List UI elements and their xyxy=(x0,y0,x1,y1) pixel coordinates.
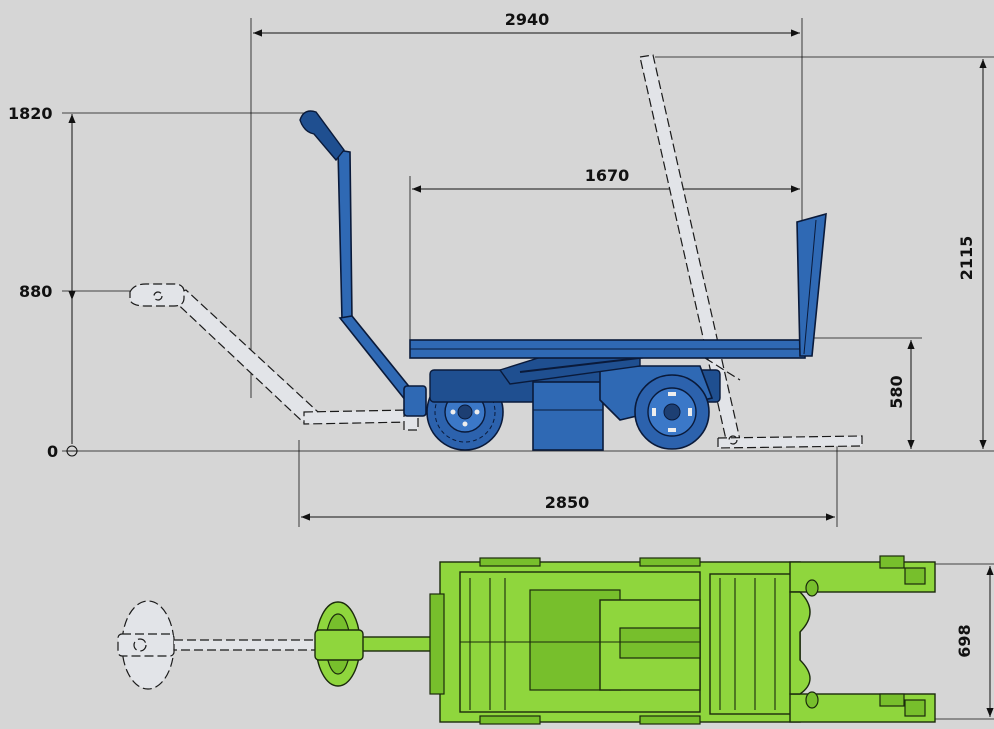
dim-handle-height-lowered: 880 xyxy=(19,282,52,301)
dim-overall-length-lowered: 2850 xyxy=(545,493,590,512)
dim-platform-height: 580 xyxy=(887,375,906,408)
main-body xyxy=(429,557,801,725)
dim-width: 698 xyxy=(955,624,974,657)
dimension-labels: 2940 1670 2850 1820 880 0 2115 580 698 xyxy=(8,10,976,658)
upright-handle xyxy=(299,110,427,417)
drawbar xyxy=(314,601,443,687)
dim-ground-level: 0 xyxy=(47,442,58,461)
tiller-ghost xyxy=(117,600,321,690)
side-view xyxy=(129,54,863,451)
dim-platform-length: 1670 xyxy=(585,166,630,185)
dim-overall-length-raised: 2940 xyxy=(505,10,550,29)
front-wheel xyxy=(634,374,710,450)
dim-max-height-tilted: 2115 xyxy=(957,236,976,281)
dimension-lines xyxy=(62,18,994,720)
top-view xyxy=(117,555,936,725)
forks xyxy=(789,555,936,723)
platform xyxy=(409,212,827,359)
dim-handle-height-upright: 1820 xyxy=(8,104,53,123)
